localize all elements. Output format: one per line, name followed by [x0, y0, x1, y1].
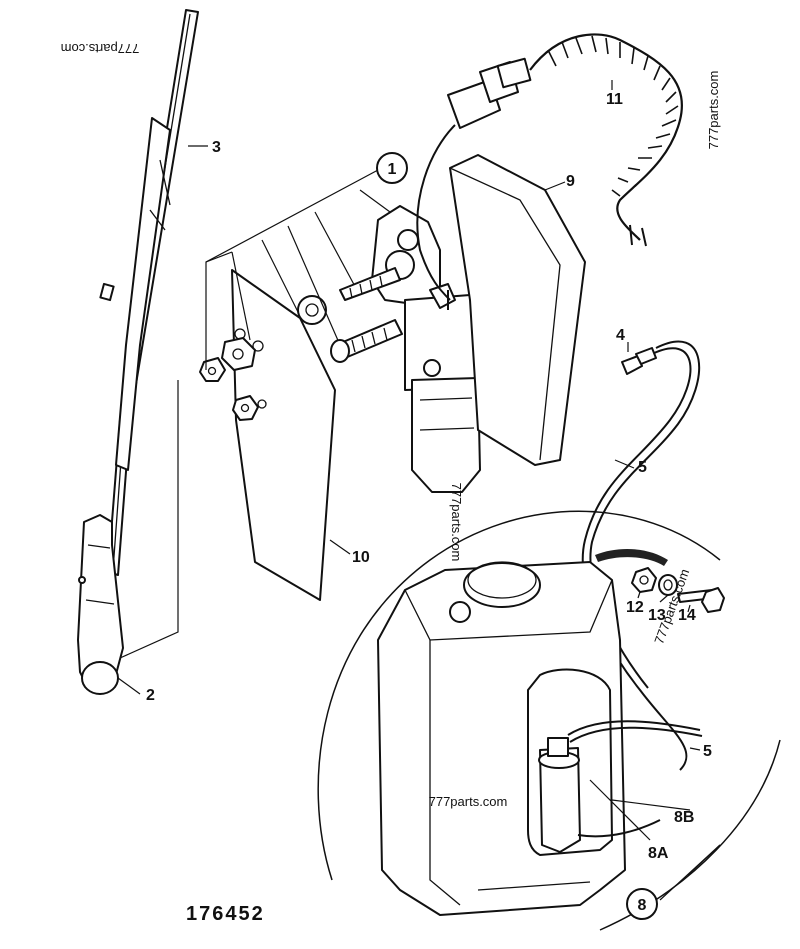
coiled-lead	[529, 33, 683, 247]
callout-2: 2	[146, 687, 155, 704]
hose-connector	[621, 347, 657, 375]
callout-13: 13	[648, 607, 666, 624]
washer-bottle	[377, 561, 626, 916]
svg-text:1: 1	[388, 161, 397, 178]
motor-wiring	[416, 57, 532, 310]
callout-9: 9	[566, 173, 575, 190]
svg-text:8: 8	[638, 897, 647, 914]
callout-8: 8	[626, 888, 658, 920]
reference-number: 176452	[186, 903, 265, 925]
callout-8a: 8A	[648, 845, 669, 862]
callout-12: 12	[626, 599, 644, 616]
watermark-bottle: 777parts.com	[429, 794, 508, 809]
wiper-blade	[99, 9, 199, 576]
callout-5-lower: 5	[703, 743, 712, 760]
wiper-motor	[330, 205, 489, 493]
watermark-right-vertical: 777parts.com	[706, 71, 721, 150]
callout-11: 11	[606, 91, 623, 108]
bolt-and-washers	[631, 567, 725, 613]
callout-1-bracket	[119, 169, 391, 659]
callout-10: 10	[352, 549, 370, 566]
washer-pump	[538, 720, 703, 853]
callout-8b: 8B	[674, 809, 694, 826]
watermark-center-vertical: 777parts.com	[449, 483, 464, 562]
watermark-top-left: 777parts.com	[61, 41, 140, 56]
callout-4: 4	[616, 327, 625, 344]
callout-3: 3	[212, 139, 221, 156]
wiper-arm	[77, 514, 124, 695]
callout-14: 14	[678, 607, 696, 624]
leader-lines	[117, 80, 721, 901]
callout-5-upper: 5	[638, 459, 647, 476]
callout-1: 1	[376, 152, 408, 184]
motor-cover	[449, 154, 586, 466]
